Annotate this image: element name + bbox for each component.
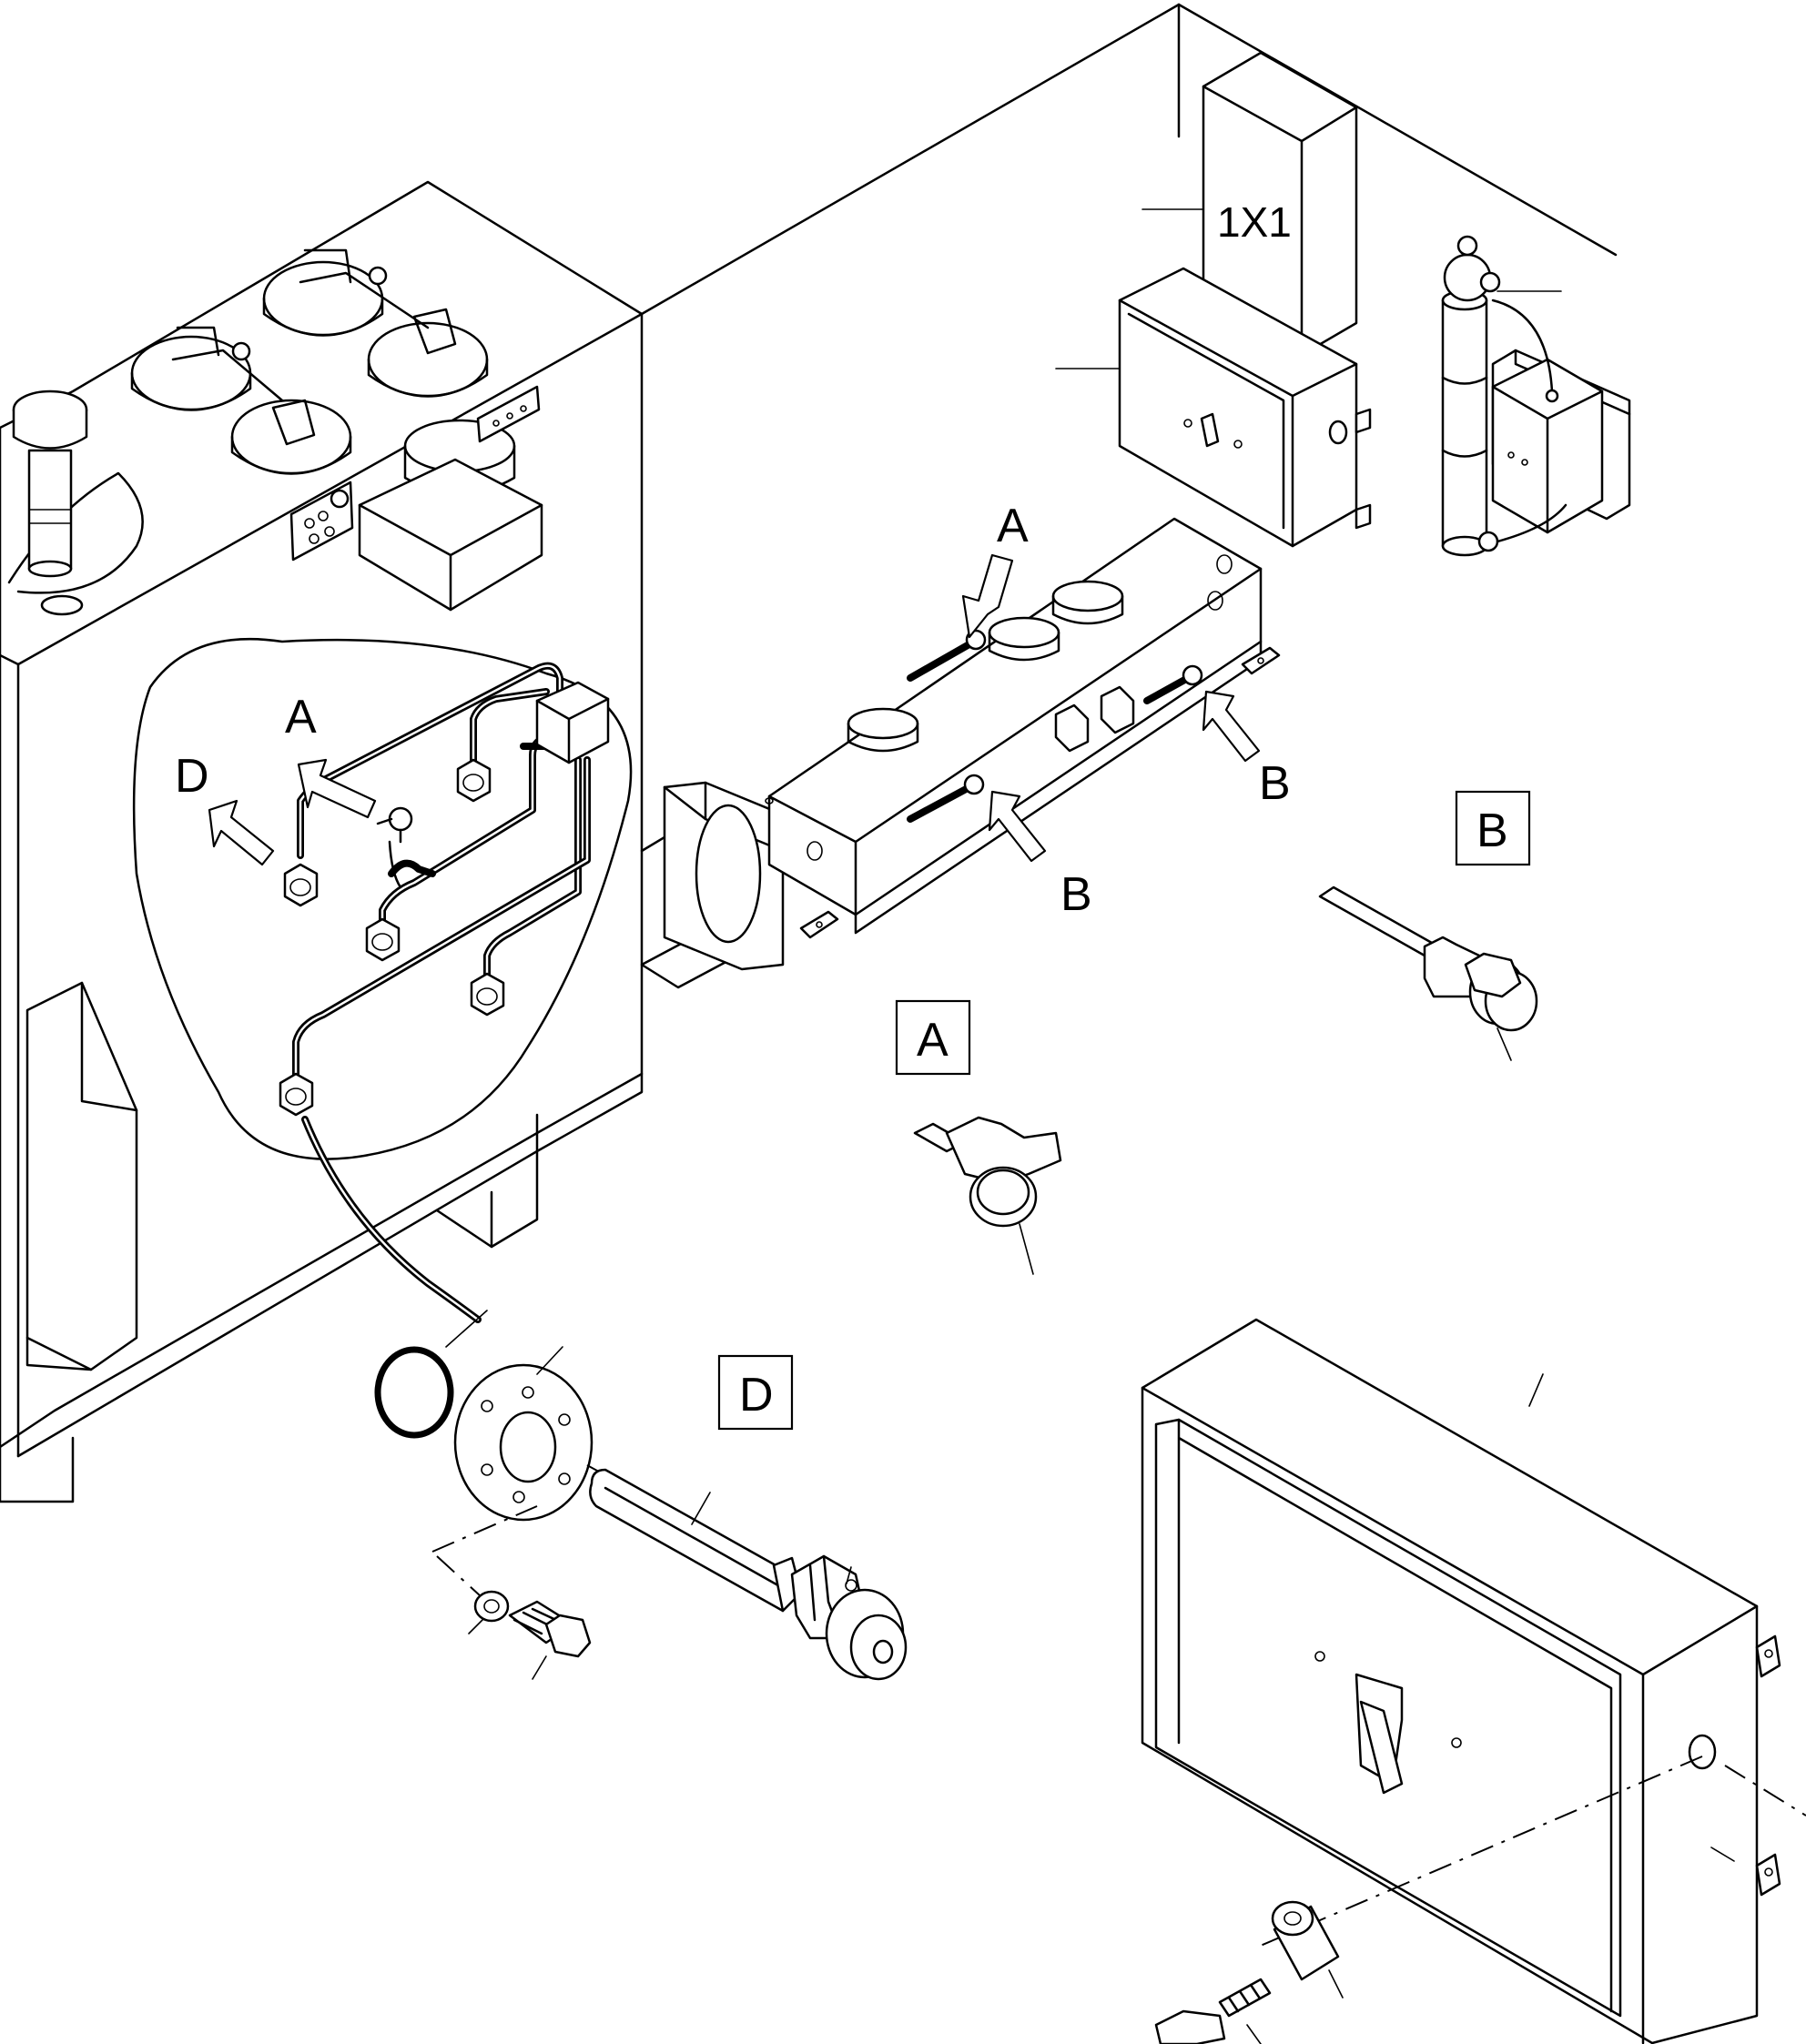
- detail-b: B: [1318, 790, 1538, 1061]
- bubble-callouts: A D: [175, 691, 377, 866]
- callout-label-b-right: B: [1259, 757, 1291, 810]
- detail-label-d: D: [739, 1369, 774, 1422]
- spacer-and-bolt: [1154, 1900, 1344, 2044]
- callout-arrow-d-left: [208, 799, 275, 866]
- switch-box-large: [1141, 1318, 1806, 2044]
- switch-box-small: [1055, 267, 1372, 548]
- flange-gasket: [453, 1346, 594, 1522]
- callout-label-d-left: D: [175, 750, 209, 803]
- detail-label-box-b: [1455, 790, 1531, 866]
- temp-sensor-a: [913, 1116, 1062, 1275]
- callout-arrow-a-top: [961, 553, 1014, 639]
- fitting-nut-5: [279, 1072, 314, 1117]
- temp-sensor-small: [376, 806, 413, 889]
- detail-label-a: A: [917, 1014, 949, 1067]
- fitting-nut-4: [470, 972, 505, 1017]
- top-components: [7, 248, 543, 616]
- lid-1: [262, 260, 384, 337]
- detail-label-box-d: [717, 1354, 794, 1431]
- wiring-harness: [279, 662, 610, 1323]
- lid-4: [230, 399, 352, 475]
- detail-label-b: B: [1476, 804, 1508, 857]
- callout-label-a-top: A: [997, 500, 1029, 552]
- component-tag-1x1: 1X1: [1217, 198, 1292, 246]
- washer: [468, 1590, 510, 1634]
- level-sensor-top: [12, 390, 88, 578]
- wall-outline: [640, 3, 1618, 316]
- tube-callouts: A B B: [997, 500, 1291, 921]
- heater-tube-assembly: [640, 517, 1281, 989]
- fitting-nut-2: [456, 758, 492, 803]
- temp-sensor-b: [1318, 885, 1538, 1061]
- callout-arrow-b-right: [1202, 690, 1261, 763]
- lid-2: [367, 321, 489, 398]
- machine-body: [0, 180, 644, 1503]
- callout-label-a-left: A: [285, 691, 317, 744]
- wiring-detail-bubble: [132, 637, 633, 1160]
- contactor-1x1: 1X1: [1141, 51, 1358, 357]
- level-switch-assembly: [1441, 235, 1631, 557]
- bolt-d: [508, 1600, 592, 1680]
- callout-arrow-a-left: [297, 758, 377, 819]
- o-ring: [374, 1310, 488, 1439]
- callout-arrow-b-bottom: [988, 790, 1047, 863]
- detail-a: A: [895, 999, 1062, 1275]
- heating-element: [589, 1468, 908, 1681]
- fitting-nut-1: [283, 863, 319, 907]
- callout-label-b-bottom: B: [1060, 868, 1092, 921]
- detail-label-box-a: [895, 999, 971, 1076]
- fitting-nut-3: [365, 917, 401, 962]
- lid-3: [130, 335, 252, 411]
- detail-d: D: [374, 1310, 908, 1681]
